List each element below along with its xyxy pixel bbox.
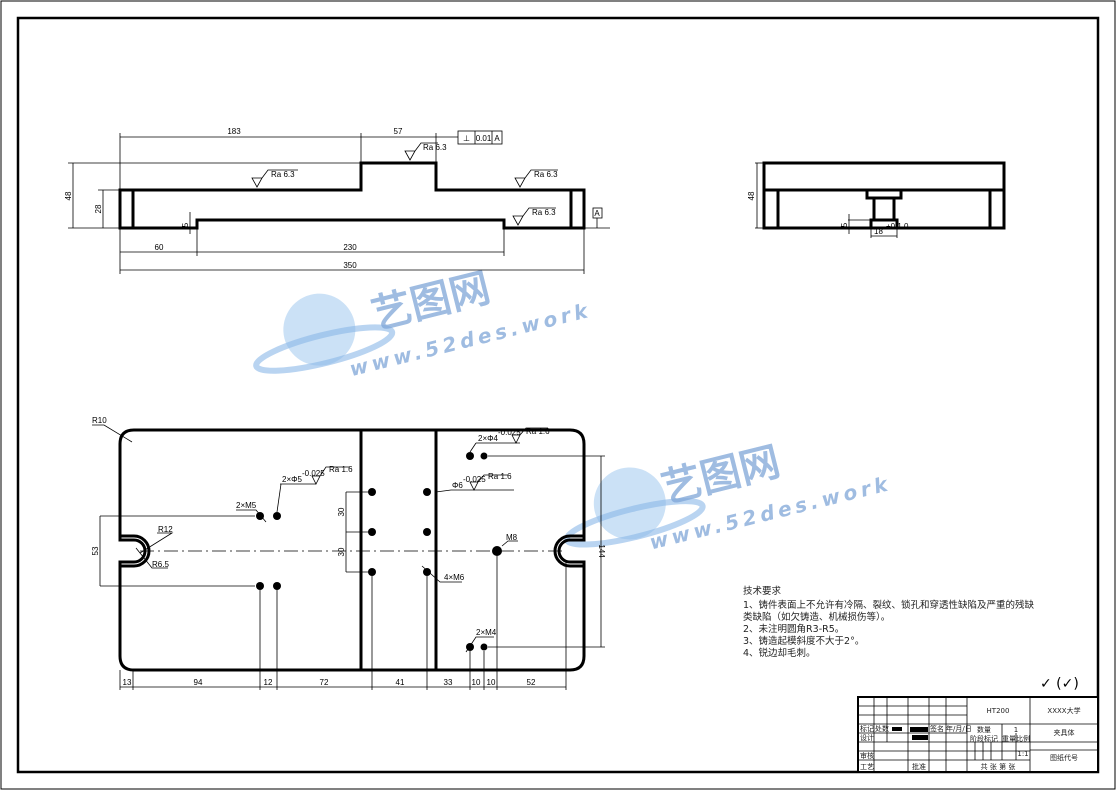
label-phi5-tolerance: -0.025 (302, 469, 325, 478)
label-r6-5: R6.5 (152, 560, 169, 569)
roughness-label: Ra 1.6 (488, 472, 512, 481)
roughness-label: Ra 6.3 (532, 208, 556, 217)
label-2xphi4: 2×Φ4 (478, 434, 499, 443)
label-2xphi5: 2×Φ5 (282, 475, 303, 484)
dim-10: 10 (472, 678, 481, 687)
mark-label: 标记 (860, 724, 874, 733)
scale-label: 比例 (1016, 734, 1030, 743)
requirement-line: 1、铸件表面上不允许有冷隔、裂纹、锁孔和穿透性缺陷及严重的残缺 (743, 599, 1035, 611)
label-phi6: Φ6 (452, 481, 463, 490)
dim-183: 183 (227, 127, 241, 136)
datum-label: A (594, 209, 600, 218)
dim-57: 57 (394, 127, 403, 136)
tolerance-value: 0.01 (476, 134, 492, 143)
dim-350: 350 (343, 261, 357, 270)
label-2xm4: 2×M4 (476, 628, 497, 637)
material: HT200 (987, 707, 1010, 715)
dim-30: 30 (337, 547, 346, 556)
technical-requirements: 技术要求 1、铸件表面上不允许有冷隔、裂纹、锁孔和穿透性缺陷及严重的残缺 类缺陷… (743, 585, 1035, 659)
dim-13: 13 (123, 678, 132, 687)
dim-48: 48 (64, 191, 73, 200)
label-phi4-tolerance: -0.025 (498, 428, 521, 437)
process-label: 工艺 (860, 763, 874, 771)
approve-label: 批准 (912, 762, 926, 771)
dim-94: 94 (194, 678, 203, 687)
holes (256, 452, 502, 651)
side-view: 48 5 18 +0.1 0 (747, 161, 1006, 238)
quantity-label: 数量 (977, 725, 991, 734)
dim-33: 33 (444, 678, 453, 687)
roughness-label: Ra 6.3 (423, 143, 447, 152)
dim-60: 60 (155, 243, 164, 252)
weight-label: 重量 (1002, 735, 1016, 743)
dim-12: 12 (264, 678, 273, 687)
requirement-line: 3、铸造起模斜度不大于2°。 (743, 635, 864, 647)
label-r10: R10 (92, 416, 107, 425)
dim-41: 41 (396, 678, 405, 687)
date-label: 年/月/日 (946, 724, 972, 733)
label-4xm6: 4×M6 (444, 573, 465, 582)
part-name: 夹具体 (1054, 728, 1075, 737)
review-label: 审核 (860, 751, 874, 760)
title-block: HT200 XXXX大学 数量 1 夹具体 阶段标记 重量 比例 1:1 图纸代… (857, 696, 1099, 773)
top-view: R10 R12 R6.5 2×M5 2×Φ5 -0.025 Ra 1.6 2×Φ… (91, 416, 606, 690)
roughness-label: Ra 6.3 (534, 170, 558, 179)
dim-72: 72 (320, 678, 329, 687)
label-r12: R12 (158, 525, 173, 534)
stage-label: 阶段标记 (970, 734, 998, 743)
label-m8: M8 (506, 533, 518, 542)
requirement-line: 2、未注明圆角R3-R5。 (743, 623, 844, 635)
tolerance-datum: A (494, 134, 500, 143)
scale-value: 1:1 (1017, 750, 1028, 758)
perpendicularity-symbol: ⊥ (463, 134, 470, 143)
dim-144: 144 (597, 544, 606, 558)
tech-requirements-title: 技术要求 (743, 585, 782, 597)
drawing-number: 图纸代号 (1050, 753, 1078, 762)
quantity-value: 1 (1014, 726, 1018, 734)
dim-48: 48 (747, 191, 756, 200)
dim-18: 18 (874, 227, 883, 236)
front-view: 183 57 48 28 5 60 230 350 Ra 6.3 Ra 6.3 … (64, 127, 610, 274)
requirement-line: 4、锐边却毛刺。 (743, 647, 816, 659)
drawing-border (16, 16, 1100, 774)
requirement-line: 类缺陷（如欠铸造、机械损伤等）。 (743, 611, 890, 623)
design-label: 设计 (860, 733, 874, 742)
dim-5: 5 (181, 222, 190, 227)
dim-10: 10 (487, 678, 496, 687)
dim-28: 28 (94, 204, 103, 213)
roughness-label: Ra 1.6 (526, 427, 550, 436)
dim-230: 230 (343, 243, 357, 252)
roughness-label: Ra 6.3 (271, 170, 295, 179)
label-phi6-tolerance: -0.025 (463, 475, 486, 484)
school-name: XXXX大学 (1047, 706, 1080, 715)
watermark: 艺图网 www.52des.work (253, 265, 594, 381)
roughness-label: Ra 1.6 (329, 465, 353, 474)
sheet-count: 共 张 第 张 (981, 762, 1016, 771)
dim-5: 5 (840, 222, 849, 227)
dim-30: 30 (337, 507, 346, 516)
sign-label: 签名 (930, 724, 944, 733)
dim-53: 53 (91, 546, 100, 555)
dim-52: 52 (527, 678, 536, 687)
bottom-dimension-chain: 13 94 12 72 41 33 10 10 52 (123, 678, 536, 687)
count-label: 处数 (875, 724, 889, 733)
dim-18-tolerance: +0.1 0 (886, 222, 909, 231)
label-2xm5: 2×M5 (236, 501, 257, 510)
surface-roughness-general-symbol: ✓ (✓) (1040, 676, 1079, 692)
